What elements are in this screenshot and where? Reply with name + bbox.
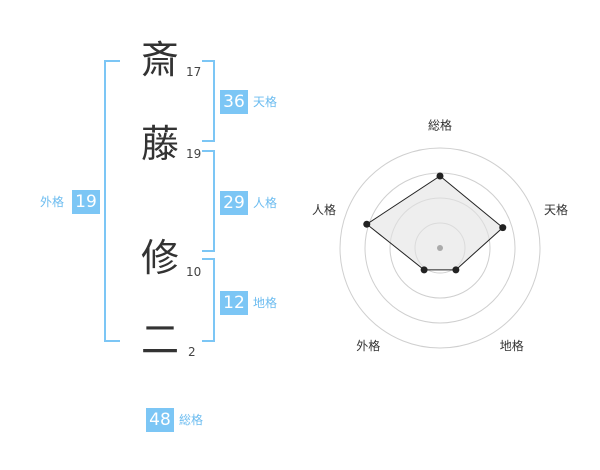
- jinkaku-value: 29: [220, 191, 248, 215]
- gaikaku-value: 19: [72, 190, 100, 214]
- soukaku-value: 48: [146, 408, 174, 432]
- radar-grid-ring: [339, 147, 541, 349]
- name-char-2: 藤: [140, 122, 179, 166]
- stroke-count-2: 19: [186, 147, 202, 161]
- chikaku-value: 12: [220, 291, 248, 315]
- radar-axis-label-3: 地格: [500, 338, 524, 353]
- name-char-3: 修: [140, 236, 179, 280]
- radar-axis-label-1: 総格: [428, 118, 452, 133]
- name-char-1: 斎: [140, 38, 179, 82]
- stroke-count-1: 17: [186, 65, 202, 79]
- stroke-count-4: 2: [188, 345, 196, 359]
- chikaku-label: 地格: [253, 296, 278, 310]
- name-char-4: 二: [140, 318, 179, 362]
- chikaku-bracket: [202, 258, 215, 342]
- radar-point-5: [363, 220, 371, 228]
- soukaku-label: 総格: [179, 413, 204, 427]
- radar-axis-label-2: 天格: [544, 202, 568, 217]
- jinkaku-bracket: [202, 150, 215, 252]
- stroke-count-3: 10: [186, 265, 202, 279]
- tenkaku-label: 天格: [253, 95, 278, 109]
- gaikaku-label: 外格: [40, 195, 65, 209]
- radar-point-4: [420, 266, 428, 274]
- radar-axis-label-4: 外格: [356, 338, 380, 353]
- radar-center: [437, 245, 443, 251]
- gaikaku-bracket: [104, 60, 120, 342]
- jinkaku-label: 人格: [253, 196, 278, 210]
- radar-point-1: [436, 172, 444, 180]
- radar-point-2: [499, 224, 507, 232]
- radar-point-3: [452, 266, 460, 274]
- tenkaku-value: 36: [220, 90, 248, 114]
- radar-axis-label-5: 人格: [312, 202, 336, 217]
- radar-shape: [365, 175, 504, 271]
- tenkaku-bracket: [202, 60, 215, 142]
